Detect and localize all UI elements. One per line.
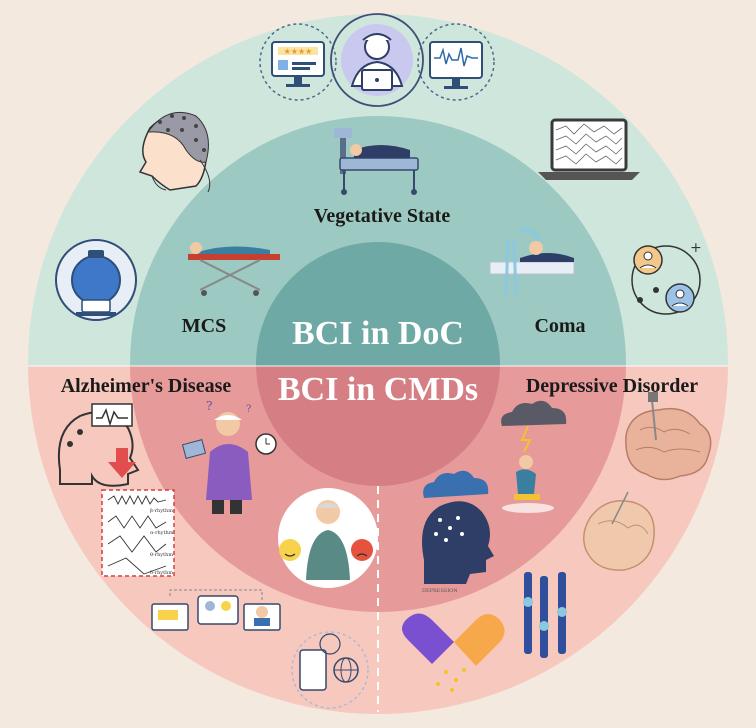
doctor-laptop-icon xyxy=(330,13,424,107)
rhythm-label-alpha: α-rhythm xyxy=(150,530,174,536)
rhythm-label-delta: δ-rhythm xyxy=(150,570,173,576)
brain-tissue-icon xyxy=(583,491,655,571)
inner-circle-bottom xyxy=(256,366,500,486)
mri-scanner-icon xyxy=(55,239,137,321)
capsule-pills-icon xyxy=(402,613,505,692)
online-discussion-icon xyxy=(151,589,281,631)
eeg-rhythm-panel: β-rhythm α-rhythm θ-rhythm δ-rhythm xyxy=(101,489,175,577)
neuron-tubes-icon xyxy=(523,572,567,658)
depression-caption: DEPRESSION xyxy=(422,588,458,594)
inner-circle xyxy=(256,242,500,486)
label-coma: Coma xyxy=(534,315,585,337)
label-mcs: MCS xyxy=(182,315,226,337)
brain-electrode-icon xyxy=(625,392,712,481)
laptop-eeg-icon xyxy=(538,118,640,180)
sad-person-cloud-icon xyxy=(501,400,567,513)
rhythm-label-beta: β-rhythm xyxy=(150,508,173,514)
hospital-bed-icon xyxy=(334,128,419,195)
user-network-icon: + xyxy=(631,240,702,315)
label-vegetative-state: Vegetative State xyxy=(314,205,451,227)
head-eeg-icon xyxy=(57,403,140,487)
svg-text:?: ? xyxy=(206,399,212,413)
inner-circle-top xyxy=(256,242,500,366)
stretcher-icon xyxy=(188,242,280,296)
elderly-man-icon: ? ? xyxy=(181,399,277,514)
emotion-faces-icon xyxy=(278,488,378,588)
phone-globe-icon xyxy=(291,631,369,709)
svg-text:?: ? xyxy=(246,404,251,415)
ventilator-bed-icon xyxy=(489,227,575,297)
label-alzheimers: Alzheimer's Disease xyxy=(61,375,232,397)
svg-text:+: + xyxy=(690,240,702,256)
center-label-doc: BCI in DoC xyxy=(292,315,464,352)
storm-head-icon: DEPRESSION xyxy=(422,470,494,594)
eeg-monitor-icon xyxy=(417,23,495,101)
center-label-cmds: BCI in CMDs xyxy=(278,371,478,408)
label-depressive-disorder: Depressive Disorder xyxy=(526,375,698,397)
eeg-cap-head-icon xyxy=(138,112,211,193)
middle-ring-top xyxy=(130,116,626,366)
rhythm-label-theta: θ-rhythm xyxy=(150,552,173,558)
svg-text:★★★★: ★★★★ xyxy=(284,47,313,56)
rating-monitor-icon: ★★★★ xyxy=(259,23,337,101)
